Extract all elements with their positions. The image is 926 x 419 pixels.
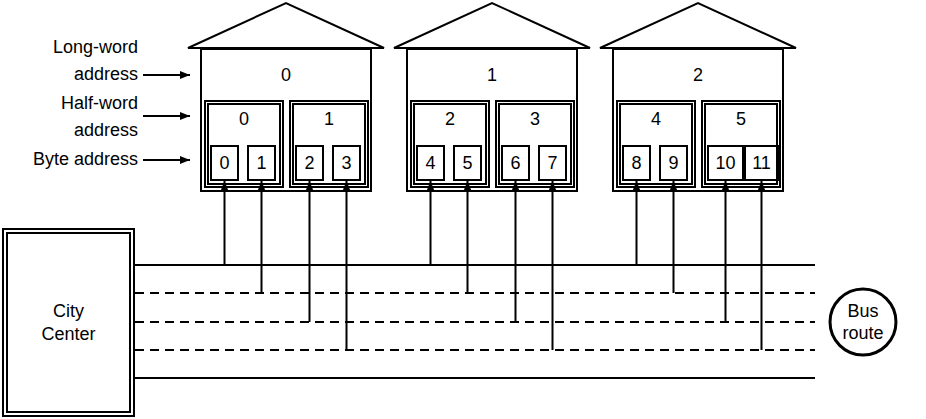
long-word-address: 2 (693, 64, 703, 87)
pointer-arrow (143, 74, 190, 76)
byte-address: 5 (462, 152, 472, 175)
half-word-address: 3 (530, 108, 540, 131)
bus-route-circle: Bus route (829, 288, 897, 356)
bus-arrow (135, 181, 225, 265)
half-word-address: 0 (239, 108, 249, 131)
long-word-house: 1 24 5 36 7 (406, 48, 578, 192)
byte-box: 5 (453, 145, 482, 181)
half-word-address: 2 (445, 108, 455, 131)
half-word-box: 12 3 (289, 100, 369, 188)
half-word-address: 5 (736, 108, 746, 131)
bus-arrow (135, 181, 674, 293)
city-center-box: City Center (2, 228, 135, 417)
half-word-box: 24 5 (410, 100, 490, 188)
half-word-box: 001 (204, 100, 284, 188)
house-roof (600, 3, 796, 48)
circle-outline (829, 288, 897, 356)
bus-lane (135, 377, 815, 379)
byte-box: 4 (416, 145, 445, 181)
circle-outline-shape (830, 289, 896, 355)
bus-arrow (135, 181, 310, 322)
house-roof (394, 3, 590, 48)
byte-box: 9 (659, 145, 688, 181)
byte-box: 3 (332, 145, 361, 181)
byte-box: 10 (707, 145, 744, 181)
byte-box: 1 (247, 145, 276, 181)
byte-box: 11 (744, 145, 779, 181)
house-roof (188, 3, 384, 48)
byte-box: 8 (622, 145, 651, 181)
byte-address: 11 (752, 152, 771, 175)
bus-lane (135, 292, 815, 294)
byte-address: 8 (631, 152, 641, 175)
byte-address: 3 (341, 152, 351, 175)
byte-address: 7 (547, 152, 557, 175)
bus-arrow (135, 181, 468, 293)
byte-address: 10 (715, 152, 735, 175)
byte-address: 4 (425, 152, 435, 175)
bus-arrow (135, 181, 516, 322)
byte-address: 2 (304, 152, 314, 175)
byte-box: 2 (295, 145, 324, 181)
byte-address: 1 (256, 152, 266, 175)
long-word-address: 1 (487, 64, 497, 87)
byte-box: 6 (501, 145, 530, 181)
bus-arrow (135, 181, 431, 265)
half-word-box: 36 7 (495, 100, 575, 188)
long-word-house: 2 48 9 510 11 (612, 48, 784, 192)
half-word-box: 510 11 (701, 100, 781, 188)
byte-address: 0 (219, 152, 229, 175)
bus-arrow (135, 181, 262, 293)
long-word-address: 0 (281, 64, 291, 87)
bus-arrow (135, 181, 637, 265)
long-word-house: 0001123 (200, 48, 372, 192)
bus-arrow (135, 181, 762, 350)
pointer-arrow (143, 159, 190, 161)
address-label: Long-word address (38, 34, 138, 88)
place-name: City Center (41, 300, 95, 345)
half-word-address: 4 (651, 108, 661, 131)
place-name: Bus route (842, 300, 883, 345)
byte-address: 9 (668, 152, 678, 175)
half-word-address: 1 (324, 108, 334, 131)
address-label: Half-word address (38, 90, 138, 144)
half-word-box: 48 9 (616, 100, 696, 188)
byte-address: 6 (510, 152, 520, 175)
address-label: Byte address (8, 146, 138, 173)
pointer-arrow (143, 115, 190, 117)
byte-box: 0 (210, 145, 239, 181)
bus-arrow (135, 181, 726, 322)
byte-box: 7 (538, 145, 567, 181)
